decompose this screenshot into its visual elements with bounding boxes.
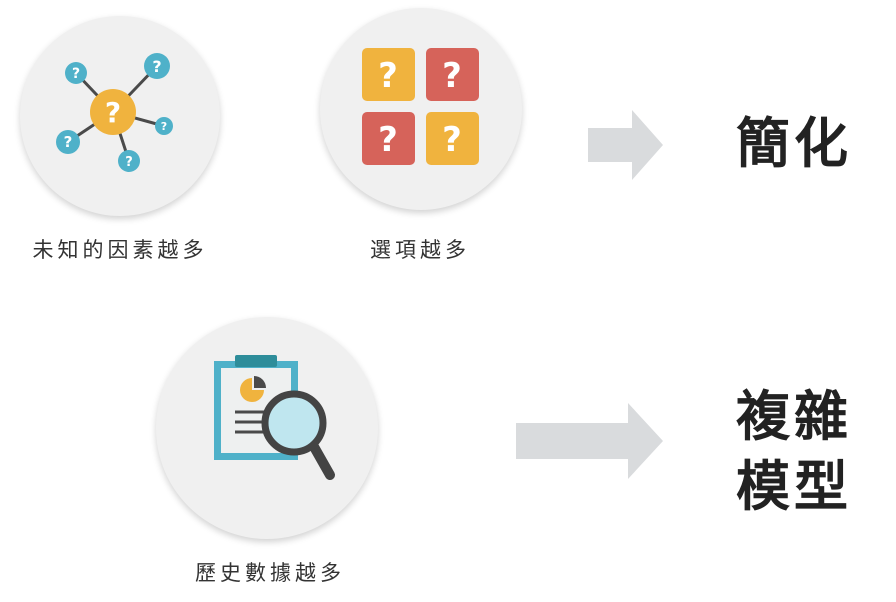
arrow-right-long-icon xyxy=(516,403,663,479)
complex-label-line1: 複雜 xyxy=(736,385,852,448)
svg-text:?: ? xyxy=(161,120,167,133)
svg-text:?: ? xyxy=(442,56,462,96)
svg-text:?: ? xyxy=(125,155,133,170)
svg-text:?: ? xyxy=(442,120,462,160)
arrow-right-icon xyxy=(588,110,663,180)
unknown-factors-caption: 未知的因素越多 xyxy=(32,238,208,262)
svg-text:?: ? xyxy=(105,96,121,129)
history-data-circle xyxy=(156,317,378,539)
options-caption: 選項越多 xyxy=(370,238,470,262)
svg-text:?: ? xyxy=(152,57,161,76)
svg-text:?: ? xyxy=(378,120,398,160)
options-circle: ? ? ? ? xyxy=(320,8,522,210)
svg-text:?: ? xyxy=(72,66,80,82)
simplify-label: 簡化 xyxy=(736,112,852,175)
svg-text:?: ? xyxy=(64,133,73,151)
option-grid-icon: ? ? ? ? xyxy=(362,48,479,165)
network-question-icon: ? ? ? ? ? ? xyxy=(56,53,173,172)
history-data-caption: 歷史數據越多 xyxy=(195,561,345,585)
complex-label-line2: 模型 xyxy=(736,455,852,518)
unknown-factors-circle: ? ? ? ? ? ? xyxy=(20,16,220,216)
svg-text:?: ? xyxy=(378,56,398,96)
clipboard-magnifier-icon xyxy=(214,355,335,480)
